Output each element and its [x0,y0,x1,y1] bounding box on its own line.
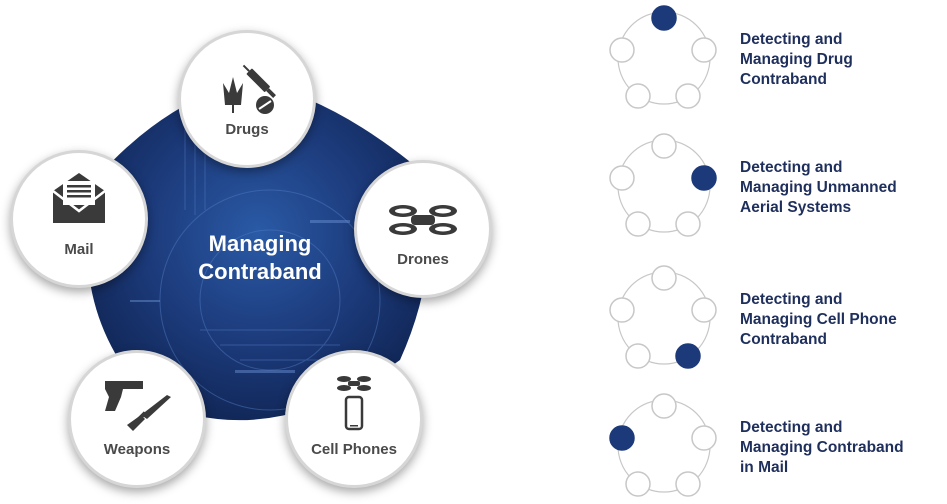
weapons-icon [105,381,171,431]
side-item-drugs-text: Detecting and Managing Drug Contraband [740,30,853,90]
node-cell-phones-label: Cell Phones [311,441,397,458]
side-item-mail-text: Detecting and Managing Contraband in Mai… [740,418,904,478]
mini-mail-node [609,425,635,451]
mini-drugs-node [651,5,677,31]
center-title-line2: Contraband [198,259,322,284]
side-item-drones: Detecting and Managing Unmanned Aerial S… [592,132,947,242]
side-item-line: in Mail [740,459,789,476]
mini-weapons-node [625,211,651,237]
center-title: Managing Contraband [160,230,360,286]
mini-drones-node [691,425,717,451]
side-item-line: Managing Drug [740,51,853,68]
mini-pentagon-diagram [609,393,717,497]
node-drones: Drones [354,160,492,298]
mini-drones-node [691,297,717,323]
node-mail-label: Mail [64,241,94,258]
mini-drones-node [691,165,717,191]
side-item-cell-phones: Detecting and Managing Cell Phone Contra… [592,264,947,374]
mini-drugs-node [651,393,677,419]
mail-icon [52,173,106,223]
drone-icon [389,205,457,235]
mini-weapons-node [625,83,651,109]
center-pentagon-background [87,80,429,421]
node-drones-label: Drones [397,251,449,268]
mini-pentagon-diagram [609,265,717,369]
side-item-line: Managing Contraband [740,439,904,456]
side-item-drugs: Detecting and Managing Drug Contraband [592,4,947,114]
mini-phone-node [675,83,701,109]
mini-mail-node [609,165,635,191]
side-item-line: Managing Unmanned [740,179,897,196]
mini-pentagon-diagram [609,133,717,237]
side-item-drones-text: Detecting and Managing Unmanned Aerial S… [740,158,897,218]
mini-drugs-node [651,265,677,291]
mini-mail-node [609,297,635,323]
mini-pentagon-diagram [609,5,717,109]
side-item-line: Contraband [740,331,827,348]
cell-phone-icon [337,376,371,431]
side-item-mail: Detecting and Managing Contraband in Mai… [592,392,947,502]
node-drugs-label: Drugs [225,121,269,138]
side-item-line: Detecting and [740,31,843,48]
mini-drugs-node [651,133,677,159]
mini-phone-node [675,471,701,497]
side-item-line: Detecting and [740,159,843,176]
contraband-diagram: Managing Contraband Drugs [10,30,492,488]
node-weapons-label: Weapons [103,441,171,458]
side-item-line: Detecting and [740,419,843,436]
center-title-line1: Managing [208,231,312,256]
mini-weapons-node [625,343,651,369]
side-item-line: Managing Cell Phone [740,311,897,328]
side-item-line: Detecting and [740,291,843,308]
node-mail: Mail [10,150,148,288]
node-weapons: Weapons [68,350,206,488]
node-cell-phones: Cell Phones [285,350,423,488]
mini-mail-node [609,37,635,63]
drugs-icon [223,64,276,114]
node-drugs: Drugs [178,30,316,168]
mini-drones-node [691,37,717,63]
side-item-line: Contraband [740,71,827,88]
mini-weapons-node [625,471,651,497]
side-item-cell-phones-text: Detecting and Managing Cell Phone Contra… [740,290,897,350]
mini-phone-node [675,211,701,237]
side-item-line: Aerial Systems [740,199,852,216]
mini-phone-node [675,343,701,369]
